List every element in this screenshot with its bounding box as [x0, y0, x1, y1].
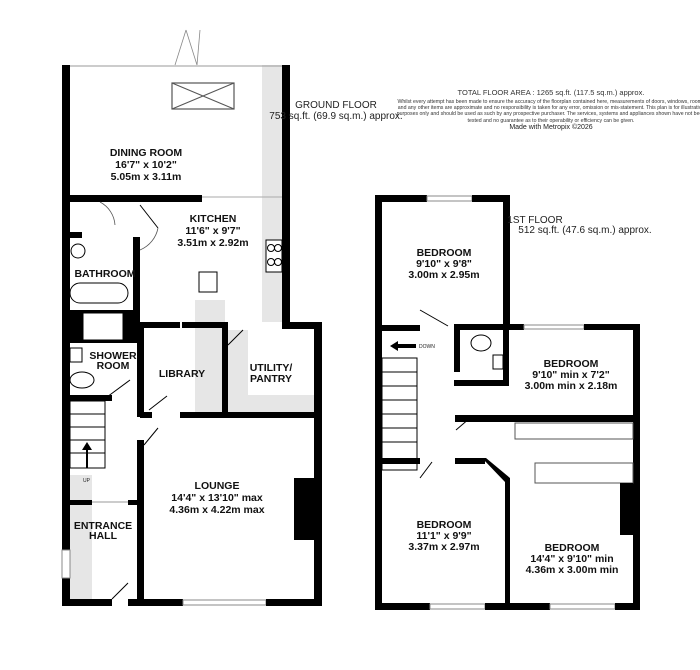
- hob-icon: [265, 239, 283, 273]
- window: [182, 599, 267, 606]
- ground-floor-plan: [61, 29, 322, 606]
- wardrobe: [514, 422, 634, 440]
- svg-text:BEDROOM: BEDROOM: [417, 247, 472, 259]
- svg-text:11'6" x 9'7": 11'6" x 9'7": [185, 225, 240, 237]
- floor-area-summary: TOTAL FLOOR AREA : 1265 sq.ft. (117.5 sq…: [396, 88, 700, 132]
- first-floor-title: 1ST FLOOR: [507, 215, 562, 226]
- up-arrow-icon: [82, 442, 92, 468]
- room-entrance-hall: ENTRANCE HALL: [74, 520, 132, 542]
- skylight-icon: [171, 82, 235, 110]
- room-library: LIBRARY: [159, 368, 205, 380]
- svg-text:3.00m x 2.95m: 3.00m x 2.95m: [408, 269, 479, 281]
- room-bedroom-4: BEDROOM 14'4" x 9'10" min 4.36m x 3.00m …: [526, 542, 619, 576]
- wardrobe: [534, 462, 634, 484]
- svg-text:11'1" x 9'9": 11'1" x 9'9": [416, 530, 471, 542]
- ground-floor-area: 753 sq.ft. (69.9 sq.m.) approx.: [269, 111, 402, 122]
- svg-text:ROOM: ROOM: [97, 360, 130, 372]
- down-arrow-icon: [390, 341, 416, 351]
- svg-text:SHOWER: SHOWER: [89, 350, 137, 362]
- room-utility-pantry: UTILITY/ PANTRY: [250, 362, 293, 385]
- svg-text:BEDROOM: BEDROOM: [544, 358, 599, 370]
- svg-text:LOUNGE: LOUNGE: [195, 480, 240, 492]
- svg-text:9'10" min x 7'2": 9'10" min x 7'2": [532, 369, 609, 381]
- svg-text:BEDROOM: BEDROOM: [545, 542, 600, 554]
- wall: [62, 65, 70, 202]
- bifold-door: [174, 29, 201, 66]
- svg-text:3.51m x 2.92m: 3.51m x 2.92m: [177, 237, 248, 249]
- ground-floor-title: GROUND FLOOR: [295, 100, 377, 111]
- svg-text:14'4" x 13'10" max: 14'4" x 13'10" max: [171, 492, 263, 504]
- svg-text:3.37m x 2.97m: 3.37m x 2.97m: [408, 541, 479, 553]
- stairs-down-label: DOWN: [419, 344, 435, 350]
- made-with-credit: Made with Metropix ©2026: [509, 123, 593, 131]
- room-lounge: LOUNGE 14'4" x 13'10" max 4.36m x 4.22m …: [169, 480, 264, 516]
- stairs: [381, 341, 418, 471]
- first-floor-plan: [375, 195, 640, 610]
- room-shower-room: SHOWER ROOM: [89, 350, 137, 372]
- bath-icon: [69, 282, 129, 304]
- room-kitchen: KITCHEN 11'6" x 9'7" 3.51m x 2.92m: [177, 213, 248, 249]
- room-dining-room: DINING ROOM 16'7" x 10'2" 5.05m x 3.11m: [110, 147, 183, 183]
- svg-text:16'7" x 10'2": 16'7" x 10'2": [115, 159, 177, 171]
- svg-text:BEDROOM: BEDROOM: [417, 519, 472, 531]
- svg-text:3.00m min x 2.18m: 3.00m min x 2.18m: [525, 380, 618, 392]
- toilet-icon: [470, 334, 492, 352]
- svg-text:KITCHEN: KITCHEN: [190, 213, 237, 225]
- total-floor-area: TOTAL FLOOR AREA : 1265 sq.ft. (117.5 sq…: [457, 88, 645, 97]
- room-bedroom-3: BEDROOM 11'1" x 9'9" 3.37m x 2.97m: [408, 519, 479, 553]
- svg-text:14'4" x 9'10" min: 14'4" x 9'10" min: [530, 553, 613, 565]
- svg-text:4.36m x 3.00m min: 4.36m x 3.00m min: [526, 564, 619, 576]
- room-bedroom-1: BEDROOM 9'10" x 9'8" 3.00m x 2.95m: [408, 247, 479, 281]
- svg-text:UTILITY/: UTILITY/: [250, 362, 293, 374]
- vanity-basin-icon: [82, 312, 124, 341]
- room-bathroom: BATHROOM: [74, 268, 135, 280]
- toilet-icon: [69, 371, 95, 389]
- basin-icon: [70, 243, 86, 259]
- svg-text:9'10" x 9'8": 9'10" x 9'8": [416, 258, 472, 270]
- stairs: [69, 400, 106, 469]
- sink-icon: [198, 271, 218, 293]
- svg-text:ENTRANCE: ENTRANCE: [74, 520, 132, 532]
- svg-text:4.36m x 4.22m max: 4.36m x 4.22m max: [169, 504, 264, 516]
- svg-text:DINING ROOM: DINING ROOM: [110, 147, 183, 159]
- stairs-up-label: UP: [83, 478, 91, 484]
- svg-text:PANTRY: PANTRY: [250, 373, 292, 385]
- fireplace: [294, 478, 314, 540]
- svg-text:HALL: HALL: [89, 530, 118, 542]
- room-bedroom-2: BEDROOM 9'10" min x 7'2" 3.00m min x 2.1…: [525, 358, 618, 392]
- disclaimer: Whilst every attempt has been made to en…: [396, 99, 700, 124]
- svg-text:5.05m x 3.11m: 5.05m x 3.11m: [111, 171, 182, 183]
- first-floor-area: 512 sq.ft. (47.6 sq.m.) approx.: [518, 225, 651, 236]
